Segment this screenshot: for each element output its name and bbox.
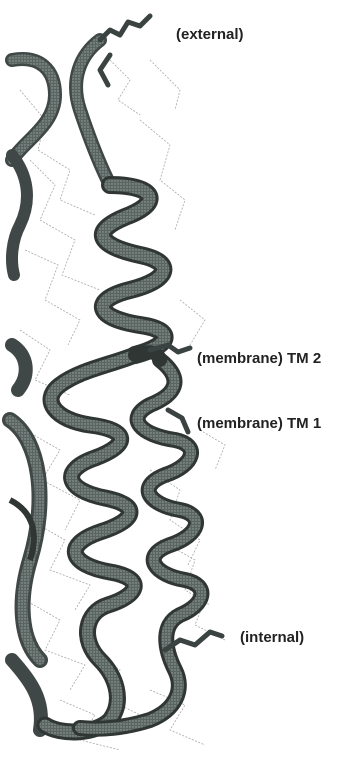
tm-helix-ribbon <box>45 40 201 732</box>
label-external: (external) <box>176 27 244 42</box>
label-membrane-tm2: (membrane) TM 2 <box>197 351 321 366</box>
label-membrane-tm1: (membrane) TM 1 <box>197 416 321 431</box>
label-internal: (internal) <box>240 630 304 645</box>
